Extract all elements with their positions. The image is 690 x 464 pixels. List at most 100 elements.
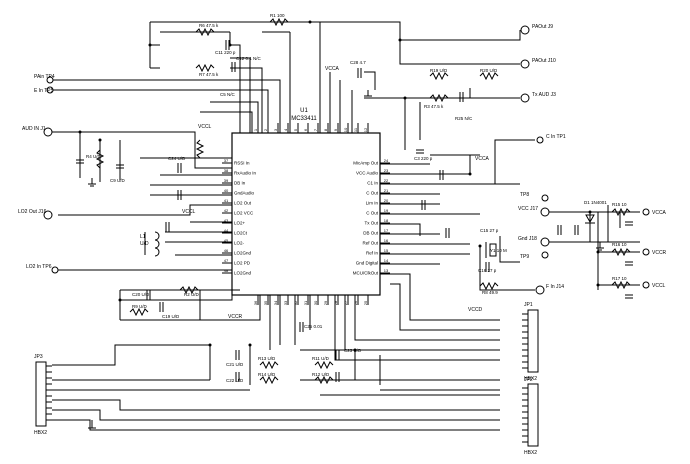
component-label: R20 U/D	[480, 68, 498, 73]
component-label: C12 0.1 N/C	[236, 56, 262, 61]
resistor-r4	[95, 149, 105, 169]
chip-pin-name: LO2-	[234, 241, 245, 246]
chip-pin-name: C1 In	[367, 181, 378, 186]
component-label: R15 10	[612, 202, 627, 207]
chip-pin-number: 14	[384, 258, 389, 263]
resistor-r8	[479, 281, 499, 291]
capacitor-c32	[625, 221, 633, 226]
capacitor-c22	[235, 372, 240, 382]
connector-j9	[520, 25, 530, 35]
capacitor-c15	[445, 228, 450, 238]
label-aud-in-j1: AUD IN J1	[22, 126, 46, 132]
chip-pin-number: 29	[323, 300, 328, 305]
label-vcca-top: VCCA	[325, 66, 340, 72]
chip-pin-number: 34	[273, 300, 278, 305]
chip-ref: U1	[300, 108, 308, 114]
label-tp9: TP9	[520, 254, 529, 260]
resistor-r17	[611, 280, 631, 290]
connector-labels: PAOut J9 PAOut J10 Tx AUD J3 PAin TP4 E …	[18, 24, 667, 320]
chip-pin-number: 46	[224, 248, 229, 253]
label-vccr-out: VCCR	[652, 250, 667, 256]
chip-pin-number: 36	[253, 300, 258, 305]
chip-pin-number: 19	[384, 208, 389, 213]
chip-pin-number: 37	[224, 158, 229, 163]
label-pa-out-j9: PAOut J9	[532, 24, 553, 30]
chip-pin-name: LO2Gnd	[234, 271, 252, 276]
chip-pin-number: 22	[384, 178, 389, 183]
capacitor-c28	[357, 68, 362, 78]
label-f-in-j14: F In J14	[546, 284, 564, 290]
capacitor-c1	[459, 92, 464, 102]
test-point-tp5	[46, 86, 54, 94]
chip-pin-number: 18	[384, 218, 389, 223]
chip-pin-number: 10	[343, 127, 348, 132]
test-point-tp8	[541, 194, 549, 202]
chip-pin-number: 39	[224, 178, 229, 183]
label-vcc-j17: VCC J17	[518, 206, 538, 212]
header-jp2: JP2 HBX2	[522, 377, 539, 456]
component-label: C23 U/D	[344, 348, 362, 353]
capacitor-c34	[625, 261, 633, 266]
capacitors	[76, 40, 633, 382]
capacitor-c9	[116, 164, 124, 169]
test-point-tp9	[541, 251, 549, 259]
label-vccl-left: VCCL	[198, 124, 212, 130]
component-label: R11 U/D	[312, 356, 330, 361]
chip-pin-name: Ref In	[366, 251, 379, 256]
component-label: R12 U/D	[312, 372, 330, 377]
test-point-tp6	[51, 266, 59, 274]
component-label: R14 U/D	[258, 372, 276, 377]
header-jp2-label: HBX2	[524, 450, 537, 456]
capacitor-c17	[177, 190, 182, 200]
connectors	[43, 25, 650, 295]
connector-j18	[540, 237, 550, 247]
resistor-r11	[314, 360, 334, 370]
resistor-r14	[259, 375, 279, 385]
chip-pin-name: C Out	[366, 191, 379, 196]
label-pa-in-tp4: PAin TP4	[34, 74, 55, 80]
test-point-vccr	[642, 248, 650, 256]
chip-pin-number: 16	[384, 238, 389, 243]
chip-pin-number: 41	[224, 198, 229, 203]
capacitor-c19	[159, 302, 164, 312]
svg-text:L1: L1	[140, 234, 146, 240]
chip-pin-number: 33	[283, 300, 288, 305]
test-point-tp1	[536, 136, 544, 144]
capacitor-c31	[574, 225, 579, 235]
component-label: R4 U/D	[86, 154, 102, 159]
chip-pin-name: DB Out	[363, 231, 379, 236]
label-pa-out-j10: PAOut J10	[532, 58, 556, 64]
resistor-r13	[259, 360, 279, 370]
component-label: C28 4.7	[350, 60, 366, 65]
chip-pin-number: 47	[224, 258, 229, 263]
resistor-r3	[429, 93, 449, 103]
chip-pin-number: 15	[384, 248, 389, 253]
chip-pin-number: 38	[224, 168, 229, 173]
capacitor-c3	[416, 149, 424, 154]
capacitor-c4	[439, 170, 444, 180]
header-jp3-label: HBX2	[34, 430, 47, 436]
header-jp1-label: HBX2	[524, 376, 537, 382]
label-tx-aud-j3: Tx AUD J3	[532, 92, 556, 98]
resistors	[95, 17, 631, 385]
chip-pin-number: 43	[224, 218, 229, 223]
chip-pin-number: 8	[323, 128, 328, 131]
connector-j17	[540, 207, 550, 217]
chip-pin-number: 11	[353, 127, 358, 132]
chip-pin-name: LO2 PD	[234, 261, 251, 266]
component-label: Y1 10 M	[490, 248, 507, 253]
test-point-vcca	[642, 208, 650, 216]
capacitor-c16	[485, 262, 490, 272]
header-jp3: JP3 HBX2	[34, 354, 52, 436]
label-lo2-in-tp6: LO2 In TP6	[26, 264, 52, 270]
capacitor-c12	[231, 62, 236, 72]
chip-pin-number: 1	[253, 128, 258, 131]
resistor-r16	[611, 247, 631, 257]
chip-pin-number: 7	[313, 128, 318, 131]
label-e-in-tp5: E In TP5	[34, 88, 54, 94]
component-label: C15 27 p	[480, 228, 499, 233]
chip-pin-name: LO2Gnd	[234, 251, 252, 256]
chip-pin-name: Ref Out	[362, 241, 378, 246]
